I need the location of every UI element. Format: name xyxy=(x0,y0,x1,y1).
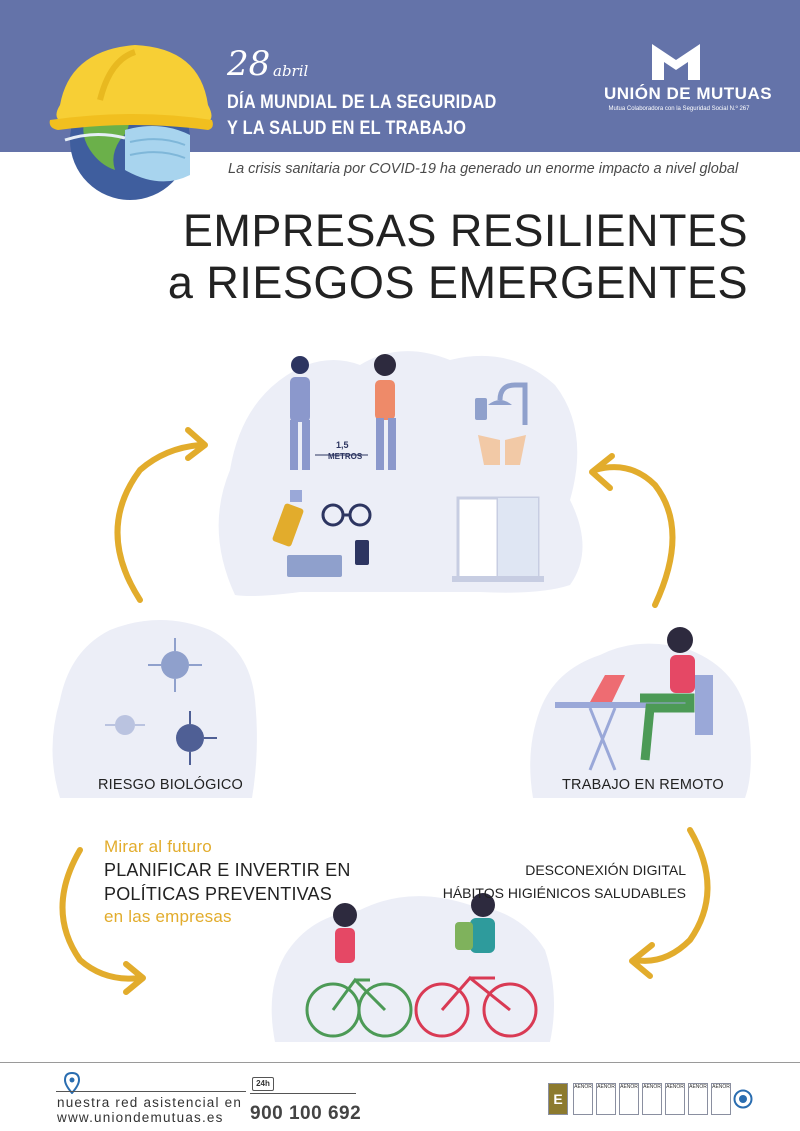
distance-value: 1,5 xyxy=(336,440,349,450)
right-cloud-shape xyxy=(530,643,751,798)
main-title-line1: EMPRESAS RESILIENTES xyxy=(182,205,748,256)
cyclists-icon xyxy=(305,893,538,1038)
cert-badge-aenor-1: AENOR xyxy=(573,1083,593,1115)
main-title-line2: a RIESGOS EMERGENTES xyxy=(167,257,748,308)
distance-unit: METROS xyxy=(328,452,363,461)
cert-badge-aenor-7: AENOR xyxy=(711,1083,731,1115)
brand-subtitle: Mutua Colaboradora con la Seguridad Soci… xyxy=(608,106,750,112)
globe-helmet-mask-illustration xyxy=(49,45,213,200)
badge-24h-icon: 24h xyxy=(252,1077,274,1091)
cert-badge-aenor-6: AENOR xyxy=(688,1083,708,1115)
remote-worker-icon xyxy=(555,627,713,771)
event-title-line1: DÍA MUNDIAL DE LA SEGURIDAD xyxy=(227,92,497,113)
location-pin-icon xyxy=(64,1072,80,1094)
brand-name: UNIÓN DE MUTUAS xyxy=(604,84,773,103)
cert-badge-aenor-3: AENOR xyxy=(619,1083,639,1115)
arrow-left-upper xyxy=(114,442,203,603)
virus-icon xyxy=(105,638,217,765)
future-line2: PLANIFICAR E INVERTIR EN xyxy=(104,860,351,880)
arrow-right-upper xyxy=(592,464,676,608)
social-distance-people-icon xyxy=(290,354,396,470)
network-line2[interactable]: www.uniondemutuas.es xyxy=(57,1110,224,1125)
tagline: La crisis sanitaria por COVID-19 ha gene… xyxy=(228,161,739,177)
handwashing-icon xyxy=(475,382,528,465)
bottom-cloud-shape xyxy=(271,896,554,1042)
right-line2: HÁBITOS HIGIÉNICOS SALUDABLES xyxy=(442,885,686,901)
event-title-line2: Y LA SALUD EN EL TRABAJO xyxy=(227,118,467,139)
cleaning-items-icon xyxy=(272,490,372,577)
network-line1: nuestra red asistencial en xyxy=(57,1095,243,1110)
cert-badge-aenor-2: AENOR xyxy=(596,1083,616,1115)
phone-underline xyxy=(250,1093,356,1094)
arrow-right-lower xyxy=(632,827,711,964)
footer-underline xyxy=(56,1091,246,1092)
right-line1: DESCONEXIÓN DIGITAL xyxy=(525,862,686,878)
future-line1: Mirar al futuro xyxy=(104,837,212,856)
date-day: 28 xyxy=(227,44,271,84)
cycle-illustration xyxy=(52,351,751,1042)
certification-seal-icon xyxy=(733,1089,753,1109)
cert-badge-aenor-5: AENOR xyxy=(665,1083,685,1115)
arrow-left-lower xyxy=(59,847,143,982)
phone-number[interactable]: 900 100 692 xyxy=(250,1103,362,1124)
cert-badge-aenor-4: AENOR xyxy=(642,1083,662,1115)
remote-work-caption: TRABAJO EN REMOTO xyxy=(562,777,724,793)
biological-risk-caption: RIESGO BIOLÓGICO xyxy=(98,777,244,793)
footer-divider xyxy=(0,1062,800,1063)
date-month: abril xyxy=(273,62,309,80)
cert-badge-e: E xyxy=(548,1083,568,1115)
open-window-icon xyxy=(452,496,544,582)
left-cloud-shape xyxy=(52,620,257,798)
union-de-mutuas-logo-icon xyxy=(652,44,700,80)
future-line3: POLÍTICAS PREVENTIVAS xyxy=(104,884,332,904)
future-line4: en las empresas xyxy=(104,907,232,926)
